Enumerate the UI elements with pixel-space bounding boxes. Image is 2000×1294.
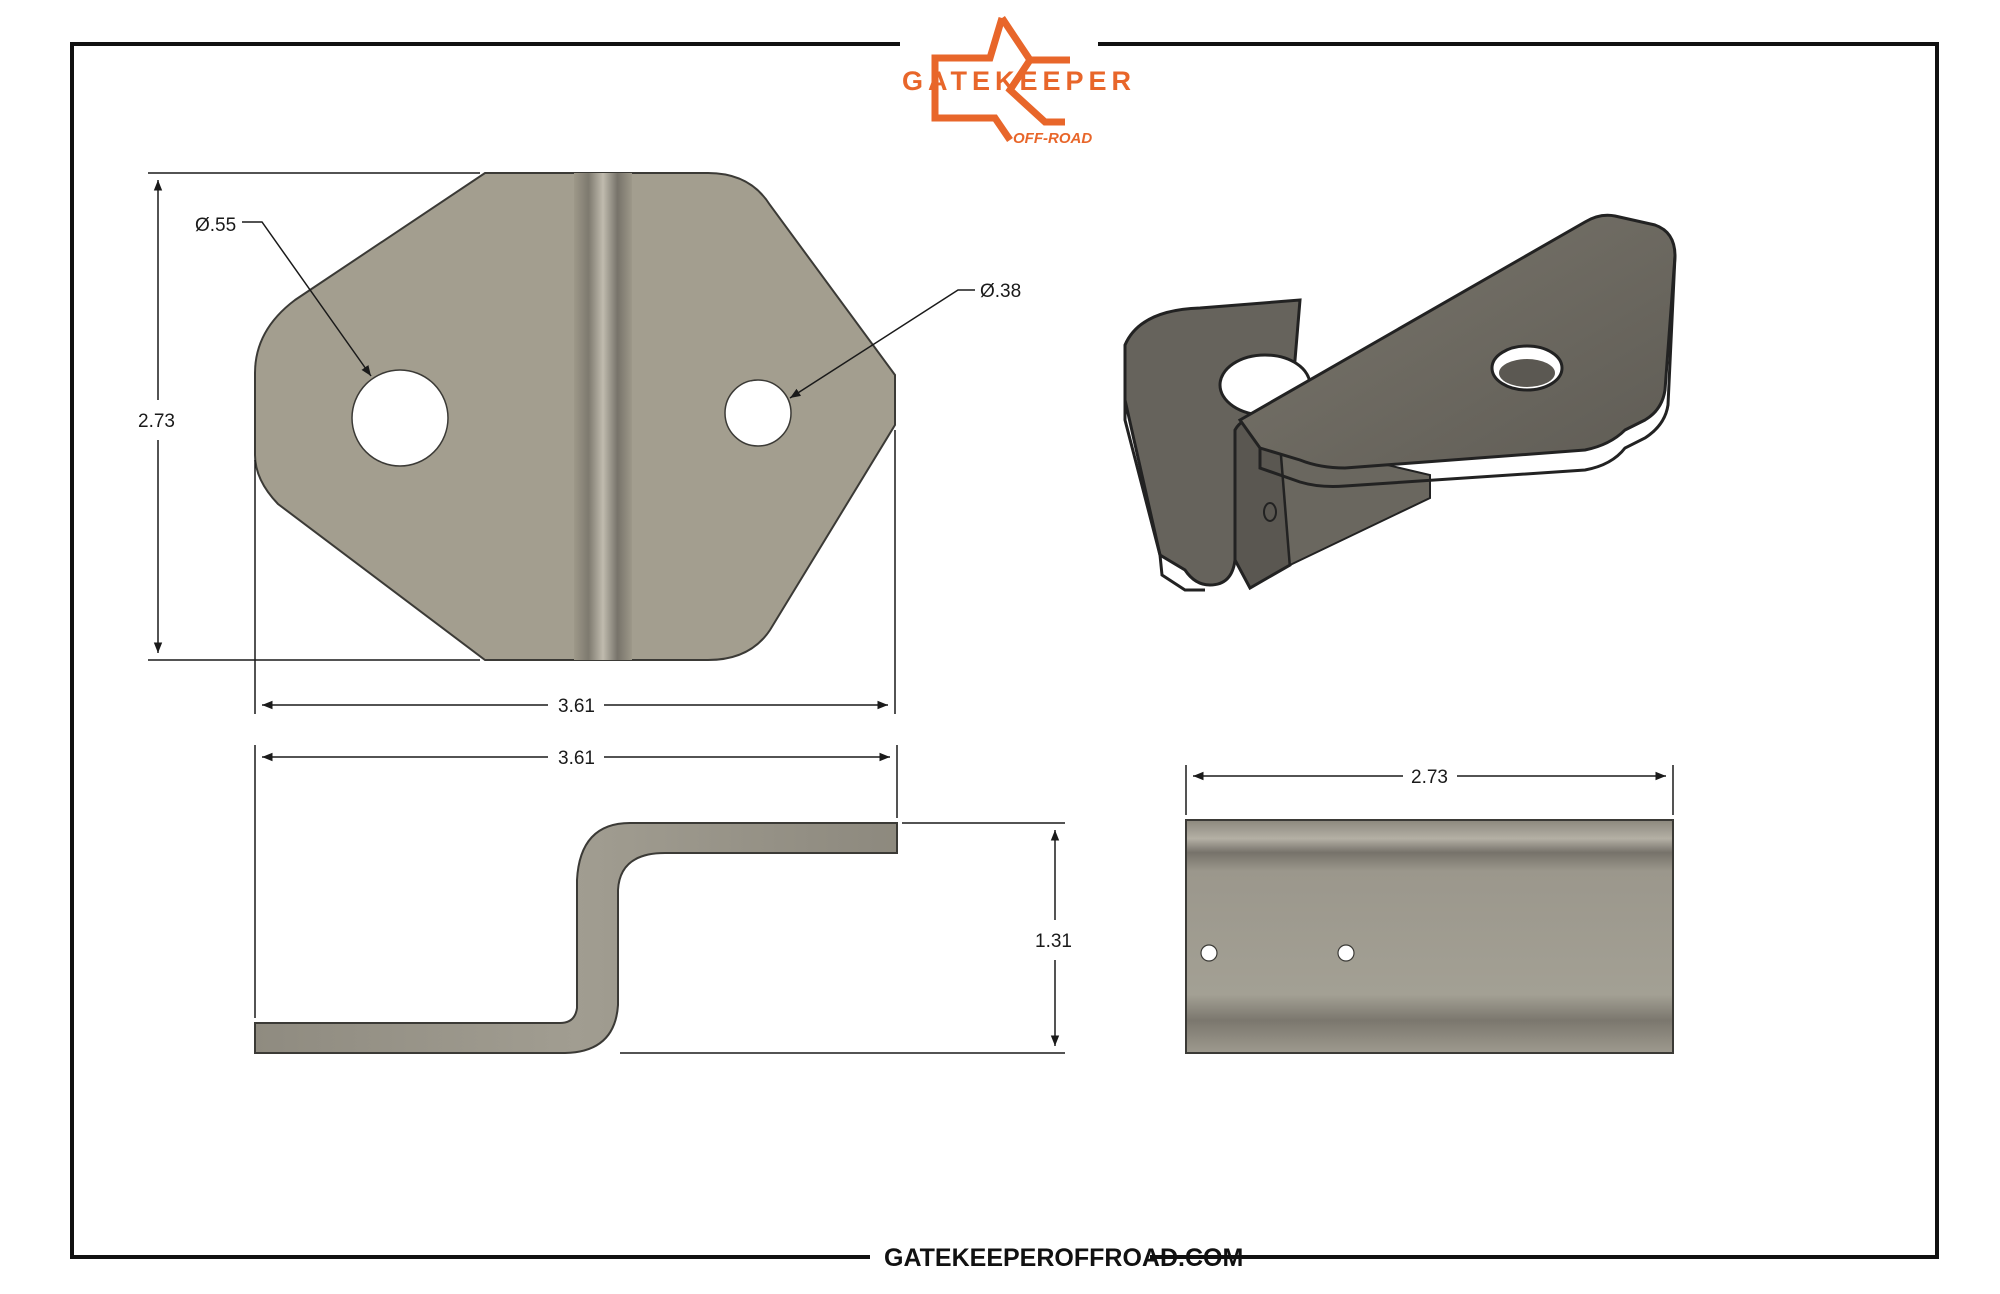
brand-sub: OFF-ROAD: [1013, 130, 1092, 147]
side-view-profile: [254, 822, 898, 1054]
iso-small-hole-inner: [1499, 359, 1555, 387]
small-hole: [724, 379, 792, 447]
isometric-view: [1123, 213, 1677, 592]
iso-web-hole: [1263, 502, 1277, 522]
end-view-width-label: 2.73: [1411, 767, 1448, 788]
side-view-width-label: 3.61: [558, 748, 595, 769]
sheet-border: [70, 42, 1939, 1259]
top-view-crease: [574, 173, 632, 660]
iso-lower-flange-edge: [1123, 400, 1205, 592]
iso-upper-flange: [1237, 213, 1677, 470]
side-view-dimensions: [254, 745, 1065, 1054]
top-view-width-label: 3.61: [558, 696, 595, 717]
end-view-hole-right: [1337, 944, 1355, 962]
top-view-height-label: 2.73: [138, 411, 175, 432]
side-view: [254, 822, 898, 1054]
footer-url: GATEKEEPEROFFROAD.COM: [884, 1244, 1243, 1272]
end-view-dimensions: [1185, 765, 1674, 815]
iso-upper-flange-edge: [1258, 255, 1677, 488]
top-view: [254, 172, 896, 661]
side-view-height-label: 1.31: [1035, 931, 1072, 952]
large-hole: [351, 369, 449, 467]
end-view-body: [1185, 819, 1674, 1054]
large-hole-diameter-label: Ø.55: [195, 215, 236, 236]
brand-logo: GATEKEEPER OFF-ROAD: [902, 16, 1136, 147]
end-view-hole-left: [1200, 944, 1218, 962]
brand-name: GATEKEEPER: [902, 66, 1136, 96]
end-view: [1185, 819, 1674, 1054]
top-view-dimensions: [148, 172, 975, 714]
small-hole-diameter-label: Ø.38: [980, 281, 1021, 302]
logo-mark-icon: [931, 16, 1070, 142]
